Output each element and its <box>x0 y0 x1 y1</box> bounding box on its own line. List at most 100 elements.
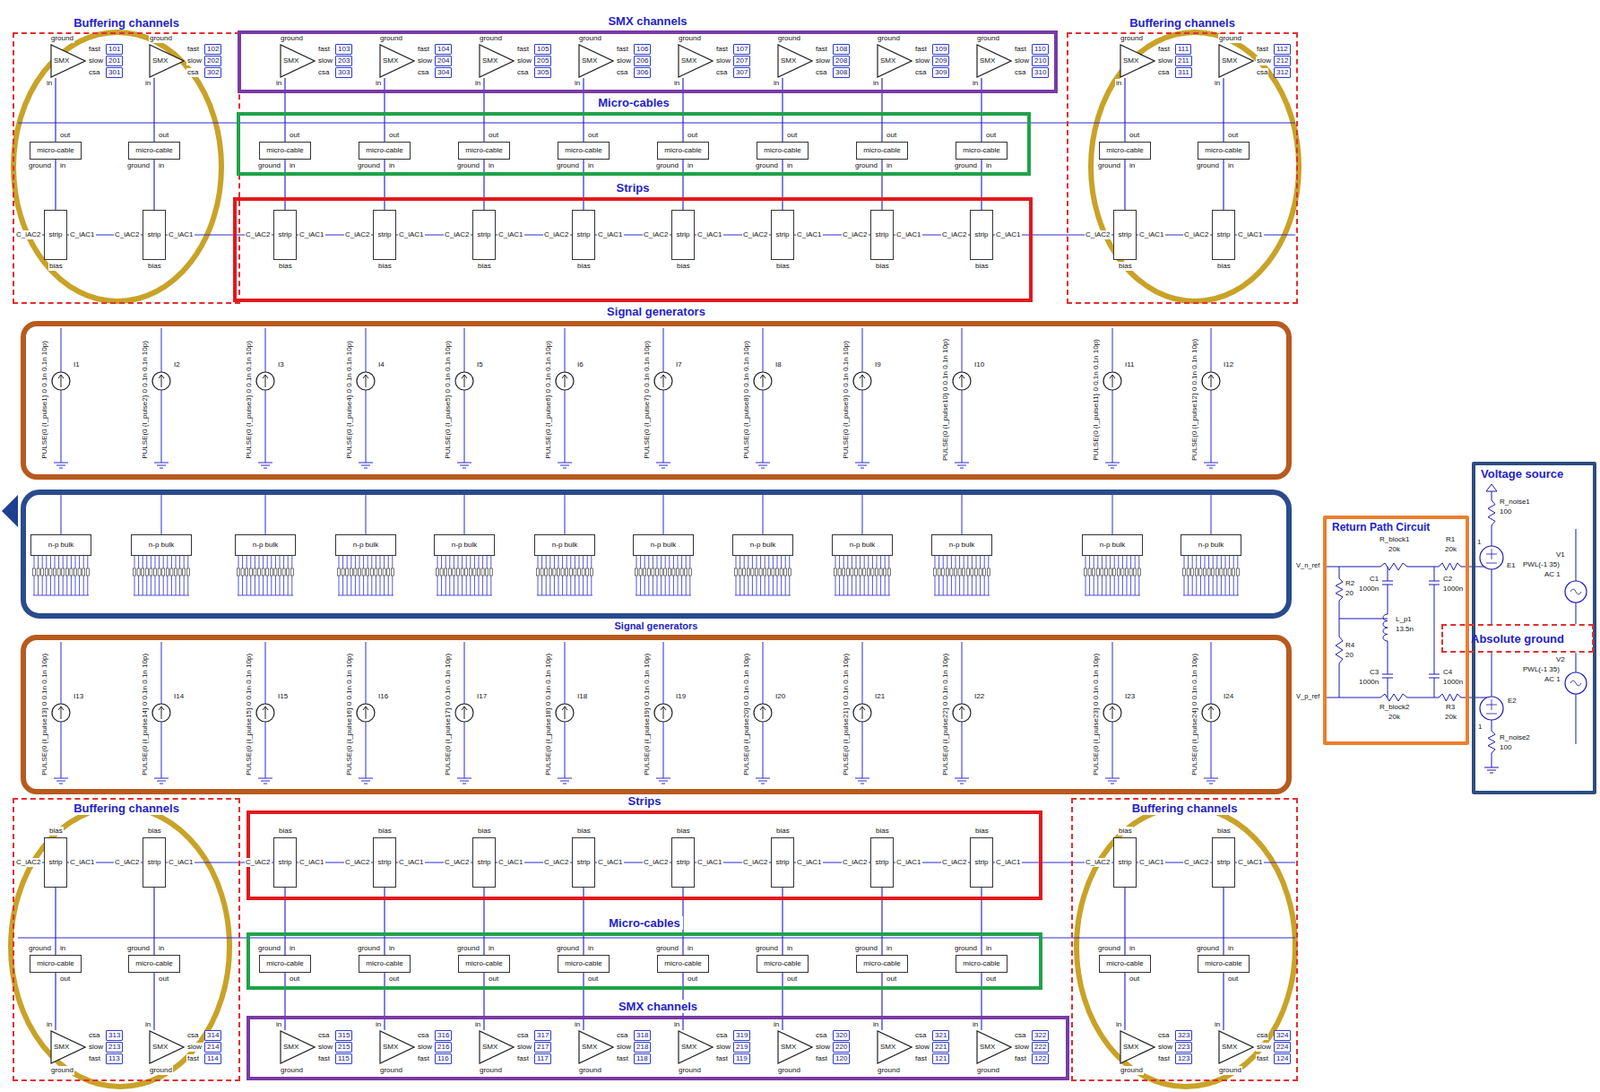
capacitor-label: C_iAC2 <box>344 230 372 240</box>
diode-symbol <box>1092 568 1096 576</box>
source-label: I20 <box>774 691 787 701</box>
capacitor-label: C_iAC2 <box>941 230 969 240</box>
output-label: fast <box>814 1054 829 1064</box>
channel-number: 304 <box>434 67 452 78</box>
ladder-wire <box>772 555 774 596</box>
component-value: 1000n <box>1357 584 1380 594</box>
ladder-wire <box>1212 555 1214 596</box>
group-title: SMX channels <box>615 999 701 1013</box>
pin-label: out <box>388 974 400 984</box>
pin-label: in <box>1128 161 1136 171</box>
channel-number: 114 <box>204 1053 222 1064</box>
generator-wire <box>762 328 764 463</box>
ladder-wire <box>553 555 555 596</box>
smx-amplifier: SMX <box>50 1029 87 1064</box>
box-label: SMX <box>681 1042 697 1052</box>
diode-symbol <box>776 568 779 576</box>
bulk-box: n-p bulk <box>831 534 893 556</box>
strip-box: strip <box>142 837 166 888</box>
component-value: PWL(-1 35) <box>1522 560 1561 570</box>
ladder-wire <box>37 555 39 596</box>
ground-symbol <box>954 778 969 784</box>
output-label: csa <box>416 68 430 78</box>
wire <box>1407 697 1439 699</box>
pin-label: bias <box>277 261 294 271</box>
generator-wire <box>663 328 665 463</box>
bulk-box: n-p bulk <box>632 534 694 556</box>
ladder-wire <box>843 555 845 596</box>
diode-symbol <box>553 568 556 576</box>
box-label: SMX <box>283 1042 299 1052</box>
box-label: micro-cable <box>564 146 602 156</box>
diode-symbol <box>436 568 440 576</box>
diode-symbol <box>362 568 365 576</box>
net-label: V_n_ref <box>1295 561 1321 571</box>
diode-symbol <box>759 568 762 576</box>
pin-label: in <box>985 943 993 953</box>
pin-label: out <box>288 974 301 984</box>
output-label: fast <box>1255 44 1270 54</box>
channel-number: 219 <box>733 1041 751 1053</box>
bus-wire <box>17 122 1296 124</box>
ladder-wire <box>175 555 177 596</box>
capacitor-label: C_iAC2 <box>15 230 43 240</box>
pulse-label: PULSE(0 {I_pulse9} 0 0.1n 0.1n 10p) <box>841 339 851 460</box>
inductor-symbol <box>1383 614 1388 641</box>
signal-connector <box>1124 887 1125 955</box>
ladder-wire <box>1236 555 1238 596</box>
capacitor-label: C_iAC1 <box>1236 857 1264 867</box>
diode-symbol <box>44 568 48 576</box>
diode-symbol <box>237 568 241 576</box>
diode-symbol <box>477 568 481 576</box>
diode-symbol <box>157 568 161 576</box>
bulk-wire <box>1112 494 1114 535</box>
box-label: SMX <box>880 56 896 66</box>
ladder-wire <box>665 555 666 596</box>
ladder-wire <box>1184 555 1185 596</box>
box-label: micro-cable <box>1106 146 1143 156</box>
strip-box: strip <box>671 837 695 888</box>
ground-symbol <box>358 462 373 468</box>
ladder-wire <box>342 555 344 596</box>
current-source-symbol <box>356 371 375 390</box>
ladder-wire <box>549 555 551 596</box>
ladder-wire <box>788 555 790 596</box>
channel-number: 112 <box>1273 43 1291 55</box>
ladder-wire <box>45 555 47 596</box>
bulk-wire <box>60 494 62 535</box>
diode-symbol <box>945 568 949 576</box>
current-source-symbol <box>455 703 474 722</box>
ladder-wire <box>677 555 679 596</box>
generator-wire <box>161 328 163 463</box>
ladder-wire <box>838 555 840 596</box>
output-label: slow <box>186 56 203 66</box>
diode-symbol <box>241 568 244 576</box>
output-label: csa <box>715 68 728 78</box>
wire <box>1575 528 1577 581</box>
diode-symbol <box>887 568 891 576</box>
ladder-wire <box>138 555 139 596</box>
pin-label: ground <box>126 943 151 953</box>
amplifier-shape <box>877 1030 912 1064</box>
current-source-symbol <box>455 371 474 390</box>
capacitor-label: C_iAC1 <box>69 230 96 240</box>
ladder-wire <box>34 555 35 596</box>
pulse-label: PULSE(0 {I_pulse10} 0 0.1n 0.1n 10p) <box>941 337 951 462</box>
group-title: Absolute ground <box>1468 631 1567 646</box>
ladder-wire <box>458 555 459 596</box>
diode-symbol <box>950 568 953 576</box>
box-label: micro-cable <box>1204 146 1242 156</box>
diode-symbol <box>557 568 561 576</box>
ladder-wire <box>445 555 447 596</box>
signal-connector <box>483 77 485 142</box>
pulse-label: PULSE(0 {I_pulse8} 0 0.1n 0.1n 10p) <box>742 339 752 460</box>
channel-number: 306 <box>633 67 651 78</box>
amplifier-shape <box>877 44 912 78</box>
ladder-wire <box>867 555 869 596</box>
pin-label: bias <box>1216 826 1232 836</box>
capacitor-label: C_iAC1 <box>696 230 724 240</box>
generator-group: Signal generators <box>20 634 1292 795</box>
ladder-wire <box>171 555 173 596</box>
signal-connector <box>1222 77 1224 142</box>
bulk-box: n-p bulk <box>1180 534 1242 556</box>
